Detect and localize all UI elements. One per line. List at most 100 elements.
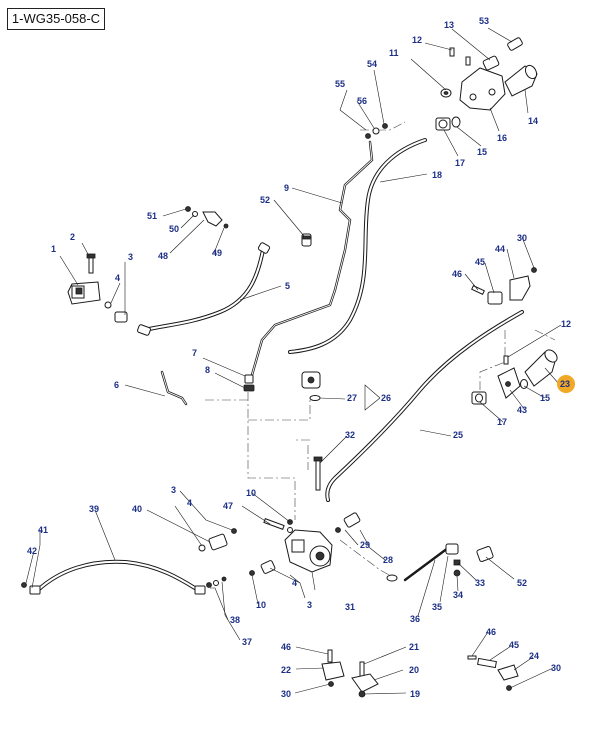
callout-10-b[interactable]: 10 xyxy=(256,600,266,610)
callout-42[interactable]: 42 xyxy=(27,546,37,556)
callout-33[interactable]: 33 xyxy=(475,578,485,588)
centre-lines xyxy=(205,121,556,579)
callout-21[interactable]: 21 xyxy=(409,642,419,652)
fitting-40 xyxy=(208,533,228,551)
callout-40[interactable]: 40 xyxy=(132,504,142,514)
callout-5[interactable]: 5 xyxy=(285,281,290,291)
clamp-45 xyxy=(487,291,503,305)
callout-55[interactable]: 55 xyxy=(335,79,345,89)
highlight-disc-23 xyxy=(557,375,575,393)
callout-17[interactable]: 17 xyxy=(455,158,465,168)
callout-labels[interactable]: 1 2 3 4 5 6 7 8 9 10 11 12 13 14 15 16 1… xyxy=(27,16,571,699)
callout-45[interactable]: 45 xyxy=(475,257,485,267)
callout-32[interactable]: 32 xyxy=(345,430,355,440)
callout-51[interactable]: 51 xyxy=(147,211,157,221)
callout-2[interactable]: 2 xyxy=(70,232,75,242)
callout-3[interactable]: 3 xyxy=(128,252,133,262)
bracket-43 xyxy=(497,367,521,399)
callout-17-b[interactable]: 17 xyxy=(497,417,507,427)
callout-22[interactable]: 22 xyxy=(281,665,291,675)
callout-47[interactable]: 47 xyxy=(223,501,233,511)
callout-35[interactable]: 35 xyxy=(432,602,442,612)
fitting-3-4-mid xyxy=(198,528,237,552)
callout-46-c[interactable]: 46 xyxy=(281,642,291,652)
callout-30-b[interactable]: 30 xyxy=(551,663,561,673)
callout-34[interactable]: 34 xyxy=(453,590,463,600)
callout-38[interactable]: 38 xyxy=(230,615,240,625)
callout-37[interactable]: 37 xyxy=(242,637,252,647)
screw-12-right xyxy=(503,355,509,365)
callout-4-b[interactable]: 4 xyxy=(187,498,192,508)
callout-11[interactable]: 11 xyxy=(389,48,399,58)
callout-7[interactable]: 7 xyxy=(192,348,197,358)
callout-15[interactable]: 15 xyxy=(477,147,487,157)
callout-46-b[interactable]: 46 xyxy=(486,627,496,637)
callout-14[interactable]: 14 xyxy=(528,116,538,126)
hose-5 xyxy=(143,248,265,332)
hose-18 xyxy=(288,138,427,354)
callout-46[interactable]: 46 xyxy=(452,269,462,279)
callout-24[interactable]: 24 xyxy=(529,651,539,661)
callout-27[interactable]: 27 xyxy=(347,393,357,403)
callout-45-b[interactable]: 45 xyxy=(509,640,519,650)
callout-9[interactable]: 9 xyxy=(284,183,289,193)
adapter-13 xyxy=(482,55,500,71)
callout-31[interactable]: 31 xyxy=(345,602,355,612)
clamp-group-right xyxy=(467,655,519,691)
callout-1[interactable]: 1 xyxy=(51,244,56,254)
callout-54[interactable]: 54 xyxy=(367,59,377,69)
callout-10[interactable]: 10 xyxy=(246,488,256,498)
callout-30-c[interactable]: 30 xyxy=(281,689,291,699)
callout-20[interactable]: 20 xyxy=(409,665,419,675)
callout-53[interactable]: 53 xyxy=(479,16,489,26)
callout-12-b[interactable]: 12 xyxy=(561,319,571,329)
callout-41[interactable]: 41 xyxy=(38,525,48,535)
callout-52[interactable]: 52 xyxy=(260,195,270,205)
callout-56[interactable]: 56 xyxy=(357,96,367,106)
nut-34 xyxy=(453,569,461,577)
callout-4[interactable]: 4 xyxy=(115,273,120,283)
callout-44[interactable]: 44 xyxy=(495,244,505,254)
callout-30[interactable]: 30 xyxy=(517,233,527,243)
callout-23[interactable]: 23 xyxy=(560,379,570,389)
callout-29[interactable]: 29 xyxy=(360,540,370,550)
fitting-41-42 xyxy=(21,582,41,595)
callout-43[interactable]: 43 xyxy=(517,405,527,415)
callout-52-b[interactable]: 52 xyxy=(517,578,527,588)
callout-36[interactable]: 36 xyxy=(410,614,420,624)
callout-50[interactable]: 50 xyxy=(169,224,179,234)
callout-15-b[interactable]: 15 xyxy=(540,393,550,403)
clamp-group-left xyxy=(321,649,345,687)
callout-39[interactable]: 39 xyxy=(89,504,99,514)
coupling-52-low xyxy=(476,546,494,562)
rod-36 xyxy=(403,546,450,582)
callout-4-c[interactable]: 4 xyxy=(292,578,297,588)
callout-3-c[interactable]: 3 xyxy=(307,600,312,610)
bolt-2 xyxy=(86,253,96,274)
callout-8[interactable]: 8 xyxy=(205,365,210,375)
callout-13[interactable]: 13 xyxy=(444,20,454,30)
ring-33 xyxy=(453,559,461,566)
bracket-44 xyxy=(509,267,537,301)
fitting-7-8 xyxy=(243,374,255,392)
callout-12[interactable]: 12 xyxy=(412,35,422,45)
callout-25[interactable]: 25 xyxy=(453,430,463,440)
callout-3-b[interactable]: 3 xyxy=(171,485,176,495)
callout-6[interactable]: 6 xyxy=(114,380,119,390)
callout-18[interactable]: 18 xyxy=(432,170,442,180)
screw-12-top xyxy=(449,47,471,66)
tee-26 xyxy=(301,371,321,389)
o-ring-4 xyxy=(104,301,112,309)
callout-26[interactable]: 26 xyxy=(381,393,391,403)
callout-16[interactable]: 16 xyxy=(497,133,507,143)
callout-19[interactable]: 19 xyxy=(410,689,420,699)
callout-48[interactable]: 48 xyxy=(158,251,168,261)
callout-49[interactable]: 49 xyxy=(212,248,222,258)
ring-15-top xyxy=(451,116,461,128)
callout-28[interactable]: 28 xyxy=(383,555,393,565)
coupling-14 xyxy=(504,64,538,97)
bolt-32 xyxy=(313,456,323,491)
leader-lines xyxy=(25,27,562,695)
bolt-47 xyxy=(263,518,285,530)
valve-31 xyxy=(284,529,333,573)
